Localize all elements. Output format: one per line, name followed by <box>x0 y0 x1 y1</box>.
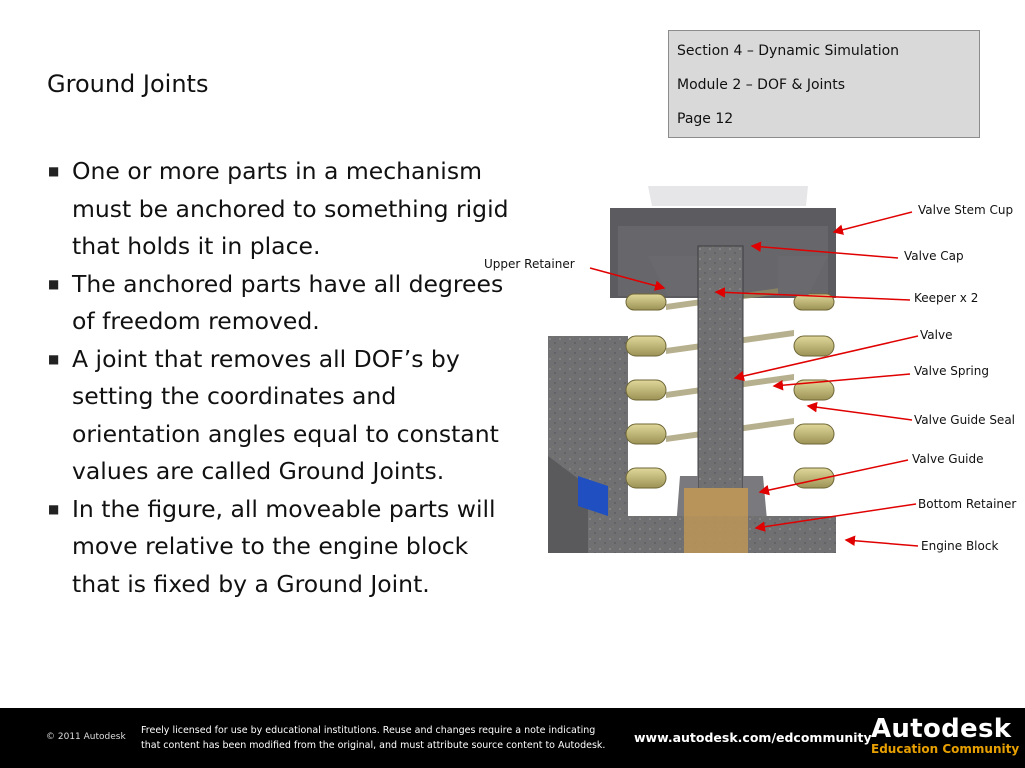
bullet-list: ■One or more parts in a mechanism must b… <box>48 153 518 603</box>
callout-valve-cap: Valve Cap <box>904 249 964 263</box>
callout-valve-stem-cup: Valve Stem Cup <box>918 203 1014 217</box>
callout-engine-block: Engine Block <box>921 539 999 553</box>
license-text: Freely licensed for use by educational i… <box>141 725 606 751</box>
callout-valve-guide-seal: Valve Guide Seal <box>914 413 1016 427</box>
square-bullet-icon: ■ <box>48 501 60 516</box>
autodesk-logo: Autodesk <box>871 714 1012 744</box>
bullet-item: ■In the figure, all moveable parts will … <box>48 491 518 604</box>
module-label: Module 2 – DOF & Joints <box>677 77 846 93</box>
callout-keeper: Keeper x 2 <box>914 291 979 305</box>
callout-valve-spring: Valve Spring <box>914 364 989 378</box>
square-bullet-icon: ■ <box>48 164 60 178</box>
callout-valve-guide: Valve Guide <box>912 452 984 466</box>
community-link[interactable]: www.autodesk.com/edcommunity <box>634 730 872 745</box>
education-community-label: Education Community <box>871 742 1020 756</box>
callout-bottom-retainer: Bottom Retainer <box>918 497 1017 511</box>
section-label: Section 4 – Dynamic Simulation <box>677 43 900 59</box>
copyright-text: © 2011 Autodesk <box>46 732 126 742</box>
section-info-box: Section 4 – Dynamic Simulation Module 2 … <box>668 30 980 138</box>
bullet-item: ■The anchored parts have all degrees of … <box>48 266 518 341</box>
square-bullet-icon: ■ <box>48 351 60 366</box>
page-title: Ground Joints <box>47 70 209 98</box>
valve-assembly-figure <box>548 186 838 553</box>
footer-bar: © 2011 Autodesk Freely licensed for use … <box>0 708 1025 768</box>
bullet-item: ■One or more parts in a mechanism must b… <box>48 153 518 266</box>
callout-valve: Valve <box>920 328 953 342</box>
bullet-item: ■A joint that removes all DOF’s by setti… <box>48 341 518 491</box>
square-bullet-icon: ■ <box>48 276 60 291</box>
callout-upper-retainer: Upper Retainer <box>484 257 575 271</box>
page-number: Page 12 <box>677 111 734 127</box>
